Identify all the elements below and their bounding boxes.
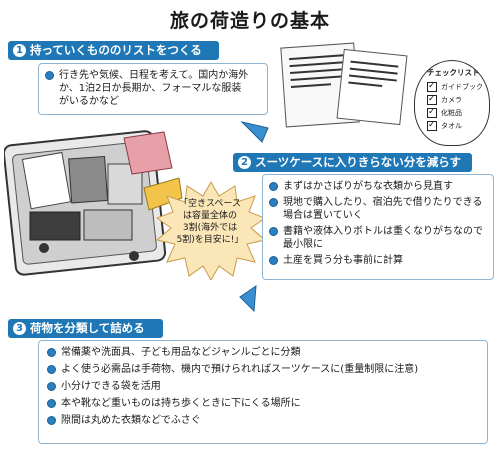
checklist-card: チェックリスト ✓ ガイドブック ✓ カメラ ✓ 化粧品 ✓ タオル (414, 60, 490, 146)
section1-box: 行き先や気候、日程を考えて。国内か海外か、1泊2日か長期か、フォーマルな服装がい… (38, 63, 268, 115)
section3-heading-text: 荷物を分類して詰める (30, 321, 145, 335)
badge-line: 5割)を目安に!」 (176, 235, 244, 245)
list-item: 現地で購入したり、宿泊先で借りたりできる場合は置いていく (269, 196, 487, 222)
bullet-icon (47, 416, 56, 425)
checklist-item: ✓ カメラ (427, 93, 483, 106)
section2-number: 2 (238, 156, 251, 169)
section1-heading-text: 持っていくもののリストをつくる (30, 43, 202, 57)
document-icon (336, 48, 408, 126)
checklist-item-label: タオル (441, 121, 462, 130)
section3-item-1: よく使う必需品は手荷物、機内で預けられればスーツケースに(重量制限に注意) (61, 364, 419, 375)
section3-heading: 3 荷物を分類して詰める (8, 319, 163, 338)
list-item: 常備薬や洗面具、子ども用品などジャンルごとに分類 (47, 346, 479, 359)
section3-number: 3 (13, 322, 26, 335)
list-item: まずはかさばりがちな衣類から見直す (269, 180, 487, 193)
arrow-down-icon (239, 284, 257, 313)
checklist-item: ✓ ガイドブック (427, 80, 483, 93)
arrow-down-icon (240, 121, 269, 143)
space-tip-badge: 「空きスペース は容量全体の 3割(海外では 5割)を目安に!」 (164, 198, 256, 246)
checkbox-icon: ✓ (427, 106, 437, 118)
bullet-icon (47, 348, 56, 357)
list-item: 行き先や気候、日程を考えて。国内か海外か、1泊2日か長期か、フォーマルな服装がい… (45, 69, 261, 108)
list-item: 土産を買う分も事前に計算 (269, 254, 487, 267)
page-title: 旅の荷造りの基本 (169, 10, 330, 32)
list-item: 隙間は丸めた衣類などでふさぐ (47, 414, 479, 427)
bullet-icon (269, 182, 278, 191)
section3-item-3: 本や靴など重いものは持ち歩くときに下にくる場所に (61, 398, 301, 409)
list-item: 書籍や液体入りボトルは重くなりがちなので最小限に (269, 225, 487, 251)
list-item: 小分けできる袋を活用 (47, 380, 479, 393)
checklist-item-label: ガイドブック (441, 82, 483, 91)
bullet-icon (47, 399, 56, 408)
checklist-item-label: 化粧品 (441, 108, 462, 117)
section1-item-0: 行き先や気候、日程を考えて。国内か海外か、1泊2日か長期か、フォーマルな服装がい… (59, 70, 249, 107)
checkbox-icon: ✓ (427, 93, 437, 105)
starburst-badge-shape (155, 180, 267, 280)
badge-line: は容量全体の (182, 211, 237, 221)
section2-item-2: 書籍や液体入りボトルは重くなりがちなので最小限に (283, 226, 483, 250)
section3-item-0: 常備薬や洗面具、子ども用品などジャンルごとに分類 (61, 347, 301, 358)
list-item: よく使う必需品は手荷物、機内で預けられればスーツケースに(重量制限に注意) (47, 363, 479, 376)
checklist-item: ✓ タオル (427, 119, 483, 132)
checkbox-icon: ✓ (427, 119, 437, 131)
section2-box: まずはかさばりがちな衣類から見直す 現地で購入したり、宿泊先で借りたりできる場合… (262, 174, 494, 280)
bullet-icon (45, 71, 54, 80)
section3-box: 常備薬や洗面具、子ども用品などジャンルごとに分類 よく使う必需品は手荷物、機内で… (38, 340, 488, 444)
bullet-icon (269, 256, 278, 265)
checklist-item: ✓ 化粧品 (427, 106, 483, 119)
section3-item-2: 小分けできる袋を活用 (61, 381, 161, 392)
bullet-icon (269, 198, 278, 207)
bullet-icon (47, 365, 56, 374)
suitcase-illustration (4, 130, 183, 276)
bullet-icon (47, 382, 56, 391)
badge-line: 3割(海外では (182, 223, 238, 233)
section2-item-1: 現地で購入したり、宿泊先で借りたりできる場合は置いていく (283, 197, 483, 221)
section1-number: 1 (13, 44, 26, 57)
section3-item-4: 隙間は丸めた衣類などでふさぐ (61, 415, 201, 426)
checklist-item-label: カメラ (441, 95, 462, 104)
badge-line: 「空きスペース (179, 199, 241, 209)
bullet-icon (269, 227, 278, 236)
section2-heading-text: スーツケースに入りきらない分を減らす (255, 155, 461, 169)
list-item: 本や靴など重いものは持ち歩くときに下にくる場所に (47, 397, 479, 410)
checklist-title: チェックリスト (427, 68, 480, 77)
section2-heading: 2 スーツケースに入りきらない分を減らす (233, 153, 472, 172)
checkbox-icon: ✓ (427, 80, 437, 92)
section2-item-0: まずはかさばりがちな衣類から見直す (283, 181, 453, 192)
section2-item-3: 土産を買う分も事前に計算 (283, 255, 403, 266)
section1-heading: 1 持っていくもののリストをつくる (8, 41, 219, 60)
